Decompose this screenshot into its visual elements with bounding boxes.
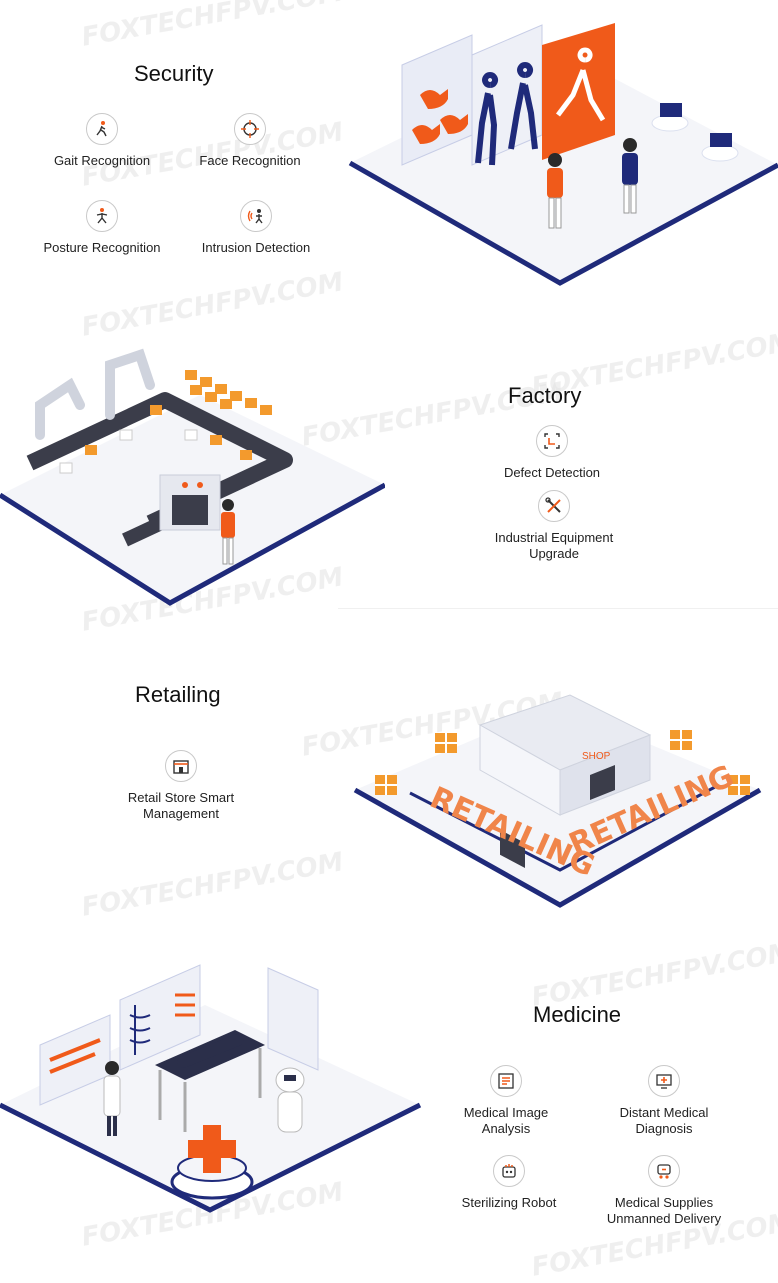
feature-label: Medical Image Analysis — [463, 1105, 549, 1136]
feature-label: Defect Detection — [503, 465, 601, 480]
face-target-icon — [234, 113, 266, 145]
retailing-section: Retailing Retail Store Smart Management … — [0, 640, 778, 930]
feature-label: Intrusion Detection — [201, 240, 311, 255]
feature-label: Gait Recognition — [53, 153, 151, 168]
feature-distant-medical-diagnosis: Distant Medical Diagnosis — [574, 1065, 754, 1137]
store-icon — [165, 750, 197, 782]
walking-person-icon — [86, 113, 118, 145]
retailing-title: Retailing — [135, 682, 221, 707]
feature-posture-recognition: Posture Recognition — [12, 200, 192, 256]
medicine-title: Medicine — [533, 1002, 622, 1027]
shop-sign: SHOP — [582, 751, 611, 762]
feature-label: Distant Medical Diagnosis — [619, 1105, 709, 1136]
factory-scene-illustration — [0, 348, 385, 606]
feature-label: Posture Recognition — [43, 240, 161, 255]
remote-diagnosis-icon — [648, 1065, 680, 1097]
tools-icon — [538, 490, 570, 522]
retailing-scene-illustration: SHOP RETAILING RETAILING — [353, 694, 762, 908]
feature-gait-recognition: Gait Recognition — [12, 113, 192, 169]
medicine-section: Medicine Medical Image Analysis Distant … — [0, 950, 778, 1274]
feature-retail-store-smart-management: Retail Store Smart Management — [91, 750, 271, 822]
feature-label: Medical Supplies Unmanned Delivery — [606, 1195, 722, 1226]
feature-sterilizing-robot: Sterilizing Robot — [419, 1155, 599, 1211]
feature-label: Industrial Equipment Upgrade — [494, 530, 614, 561]
section-divider — [338, 608, 778, 609]
intrusion-alert-icon — [240, 200, 272, 232]
security-section: Security Gait Recognition Face Recogniti… — [0, 0, 778, 320]
feature-industrial-equipment-upgrade: Industrial Equipment Upgrade — [464, 490, 644, 562]
factory-section: Factory Defect Detection Industrial Equi… — [0, 320, 778, 620]
feature-defect-detection: Defect Detection — [462, 425, 642, 481]
security-title: Security — [134, 61, 214, 86]
security-scene-illustration — [348, 23, 778, 286]
feature-face-recognition: Face Recognition — [160, 113, 340, 169]
medical-image-icon — [490, 1065, 522, 1097]
posture-person-icon — [86, 200, 118, 232]
feature-label: Face Recognition — [199, 153, 301, 168]
feature-medical-supplies-unmanned-delivery: Medical Supplies Unmanned Delivery — [574, 1155, 754, 1227]
feature-label: Sterilizing Robot — [461, 1195, 557, 1210]
feature-label: Retail Store Smart Management — [127, 790, 235, 821]
feature-medical-image-analysis: Medical Image Analysis — [416, 1065, 596, 1137]
delivery-robot-icon — [648, 1155, 680, 1187]
factory-title: Factory — [508, 383, 582, 408]
sterilizing-robot-icon — [493, 1155, 525, 1187]
defect-scan-icon — [536, 425, 568, 457]
medicine-scene-illustration — [0, 964, 422, 1213]
feature-intrusion-detection: Intrusion Detection — [166, 200, 346, 256]
